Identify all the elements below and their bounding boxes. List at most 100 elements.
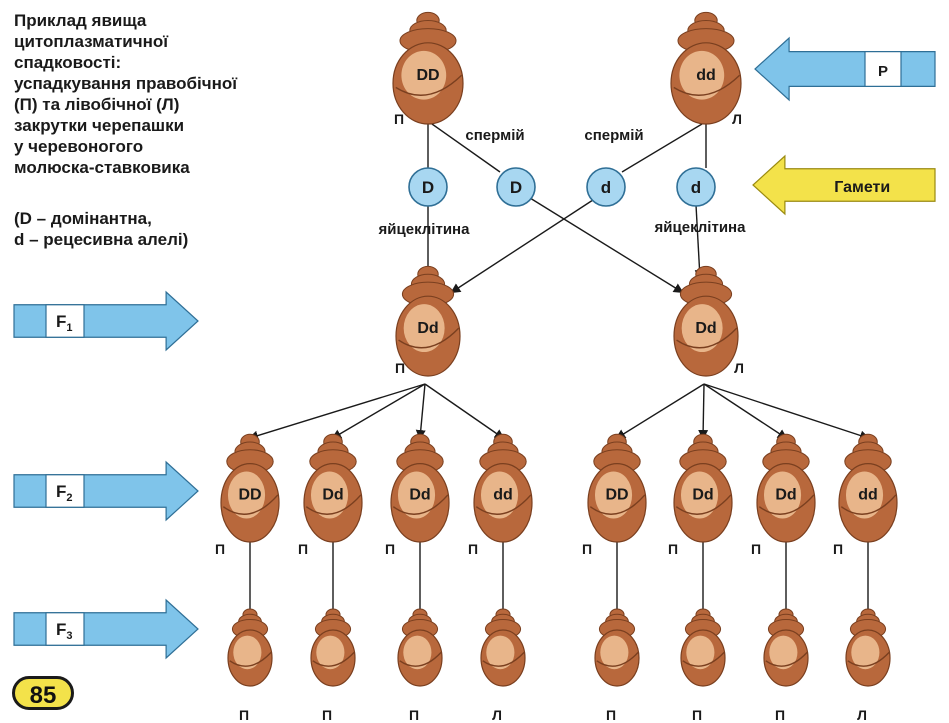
shell-suture: [765, 651, 808, 667]
coil-label: П: [394, 111, 404, 127]
shell-suture: [395, 74, 463, 96]
shell-suture: [596, 651, 639, 667]
shell-highlight: [681, 304, 723, 353]
snail-shell: DD: [220, 433, 280, 543]
connector-line: [431, 123, 501, 173]
snail-shell: Dd: [756, 433, 816, 543]
snail-shell: dd: [670, 11, 742, 125]
genotype-label: Dd: [692, 487, 713, 504]
shell-highlight: [594, 471, 633, 519]
coil-label: П: [751, 541, 761, 557]
generation-box: [45, 304, 85, 338]
coil-label: П: [692, 707, 702, 723]
shell-suture: [229, 651, 272, 667]
connector-arrow: [698, 383, 709, 440]
connector-arrow: [450, 197, 597, 294]
genotype-label: Dd: [417, 320, 438, 337]
shell-suture: [758, 494, 815, 515]
snail-shell: [480, 608, 526, 687]
generation-arrow: F2: [13, 460, 199, 522]
shell-highlight: [769, 635, 798, 670]
snail-shell: DD: [392, 11, 464, 125]
generation-arrow: Гамети: [752, 154, 936, 216]
genotype-label: DD: [238, 487, 261, 504]
gamete-allele: D: [510, 178, 522, 197]
connector-arrow: [415, 383, 426, 440]
allele-legend: (D – домінантна, d – рецесивна алелі): [14, 208, 334, 250]
shell-highlight: [227, 471, 266, 519]
shell-highlight: [486, 635, 515, 670]
genotype-label: Dd: [695, 320, 716, 337]
coil-label: П: [468, 541, 478, 557]
connector-arrow: [615, 383, 705, 440]
arrow-shape: [13, 598, 199, 660]
connector-arrow: [331, 383, 426, 440]
caption-line: закрутки черепашки: [14, 116, 185, 135]
genotype-label: Dd: [409, 487, 430, 504]
gamete-cell: D: [408, 167, 448, 207]
coil-label: П: [239, 707, 249, 723]
sperm-label: спермій: [465, 127, 524, 144]
shell-highlight: [401, 50, 447, 100]
generation-letter: F: [56, 482, 66, 501]
coil-label: П: [385, 541, 395, 557]
shell-suture: [312, 651, 355, 667]
connector-line: [621, 123, 703, 173]
gamete-cell: d: [586, 167, 626, 207]
shell-highlight: [845, 471, 884, 519]
shell-highlight: [851, 635, 880, 670]
snail-shell: [227, 608, 273, 687]
gamete-allele: d: [601, 178, 611, 197]
shell-suture: [399, 651, 442, 667]
shell-suture: [847, 651, 890, 667]
coil-label: П: [298, 541, 308, 557]
genotype-label: Dd: [775, 487, 796, 504]
coil-label: П: [833, 541, 843, 557]
coil-label: П: [409, 707, 419, 723]
caption-line: цитоплазматичної: [14, 32, 169, 51]
generation-arrow: F3: [13, 598, 199, 660]
legend-line: d – рецесивна алелі): [14, 230, 189, 249]
gamete-circle: [496, 167, 536, 207]
generation-arrow: P: [754, 36, 936, 102]
shell-highlight: [403, 304, 445, 353]
generation-label: F1: [56, 312, 73, 334]
genotype-label: dd: [493, 487, 513, 504]
shell-highlight: [600, 635, 629, 670]
gamete-circle: [408, 167, 448, 207]
shell-suture: [673, 74, 741, 96]
snail-shell: dd: [473, 433, 533, 543]
arrow-shape: [13, 290, 199, 352]
generation-letter: F: [56, 620, 66, 639]
arrow-shape: [13, 460, 199, 522]
snail-shell: Dd: [673, 265, 739, 377]
coil-label: П: [775, 707, 785, 723]
connector-arrow: [694, 204, 705, 280]
generation-label: F3: [56, 620, 73, 642]
coil-label: П: [606, 707, 616, 723]
generation-index: 2: [66, 492, 72, 504]
arrow-shape: [754, 36, 936, 102]
gamete-allele: d: [691, 178, 701, 197]
shell-suture: [392, 494, 449, 515]
genotype-label: dd: [858, 487, 878, 504]
shell-suture: [482, 651, 525, 667]
shell-highlight: [480, 471, 519, 519]
snail-shell: dd: [838, 433, 898, 543]
coil-label: П: [215, 541, 225, 557]
shell-highlight: [763, 471, 802, 519]
snail-shell: [845, 608, 891, 687]
shell-suture: [589, 494, 646, 515]
coil-label: П: [582, 541, 592, 557]
generation-letter: F: [56, 312, 66, 331]
coil-label: Л: [734, 360, 744, 376]
sperm-label: спермій: [584, 127, 643, 144]
genotype-label: DD: [605, 487, 628, 504]
shell-suture: [676, 327, 738, 349]
caption-line: спадковості:: [14, 53, 122, 72]
snail-shell: [397, 608, 443, 687]
generation-arrow: F1: [13, 290, 199, 352]
connector-arrow: [529, 197, 684, 294]
